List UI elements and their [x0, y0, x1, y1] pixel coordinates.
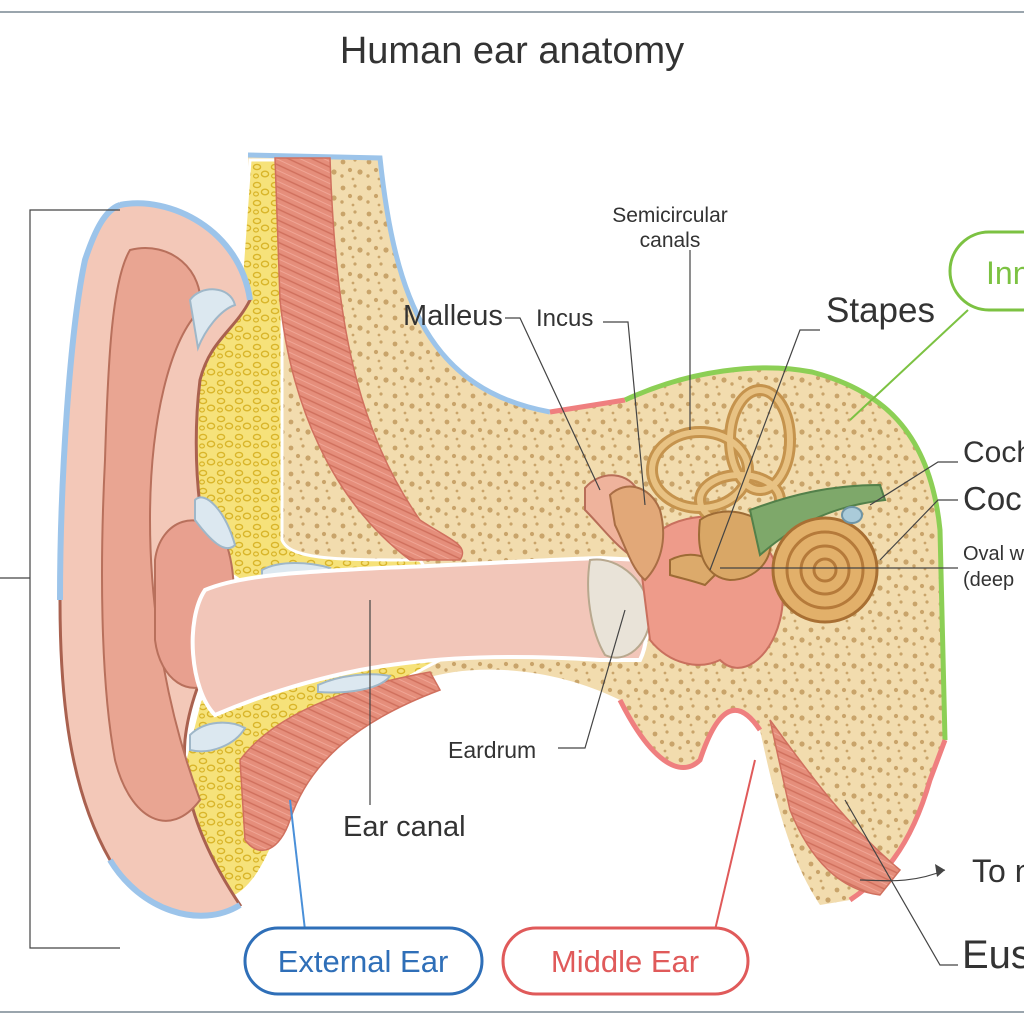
- semicircular-canals-label-line2: canals: [640, 229, 701, 252]
- ear-canal: [190, 555, 650, 718]
- external-ear-section-leader: [289, 799, 306, 931]
- eardrum-leader: [558, 609, 626, 749]
- incus-label: Incus: [536, 305, 593, 332]
- stapes-label: Stapes: [826, 291, 935, 330]
- nasal-leader: [859, 869, 946, 882]
- incus-leader: [603, 321, 646, 506]
- eardrum-shape: [587, 558, 652, 659]
- ear-canal-label: Ear canal: [343, 811, 466, 843]
- eustachian-leader: [844, 799, 958, 966]
- temporal-bone: [248, 155, 945, 905]
- malleus-label: Malleus: [403, 300, 503, 332]
- eustachian-muscle: [769, 719, 902, 896]
- inner-ear-section-leader: [849, 309, 969, 421]
- middle-ear-lower-boundary: [617, 698, 763, 770]
- middle-ear-bottom-boundary: [848, 739, 948, 903]
- malleus-leader: [505, 317, 601, 491]
- eardrum-label: Eardrum: [448, 737, 536, 763]
- vestibule: [698, 510, 772, 582]
- middle-ear-badge: Middle Ear: [501, 926, 750, 996]
- cochlea-label: Coc: [963, 480, 1022, 517]
- cartilage-mid: [194, 496, 237, 550]
- inner-ear-boundary: [623, 365, 948, 741]
- external-ear-badge-text: External Ear: [278, 944, 449, 979]
- oval-window-label-line2: (deep: [963, 569, 1014, 591]
- upper-muscle-band: [274, 157, 464, 561]
- pinna-fold: [101, 247, 202, 822]
- semicircular-canals-label-line1: Semicircular: [612, 204, 728, 227]
- cochlear-nerve-label: Coch: [963, 436, 1024, 469]
- cochlear-nerve-leader: [869, 461, 958, 506]
- pinna-outline: [57, 200, 253, 919]
- outer-ear-boundary: [247, 152, 551, 415]
- eustachian-tube-label: Eusta: [962, 933, 1024, 977]
- cochlea-leader: [879, 499, 958, 561]
- external-ear-badge: External Ear: [243, 926, 484, 996]
- nasal-arrowhead: [935, 864, 945, 877]
- cartilage-lower: [189, 721, 247, 753]
- incus-bone: [608, 485, 665, 582]
- outer-ear-bracket: [29, 209, 120, 949]
- to-nasal-label: To na: [972, 853, 1024, 889]
- cartilage-top: [188, 288, 237, 352]
- diagram-title: Human ear anatomy: [340, 30, 684, 72]
- inner-ear-badge: Inn: [948, 230, 1024, 312]
- stapes-leader: [709, 329, 820, 571]
- middle-ear-section-leader: [714, 759, 756, 931]
- middle-ear-badge-text: Middle Ear: [551, 944, 699, 979]
- inner-ear-badge-text: Inn: [986, 255, 1024, 291]
- cochlea: [771, 516, 879, 624]
- cartilage-canal-lower: [317, 673, 392, 694]
- oval-window-label-line1: Oval w: [963, 543, 1024, 565]
- round-window: [841, 506, 863, 524]
